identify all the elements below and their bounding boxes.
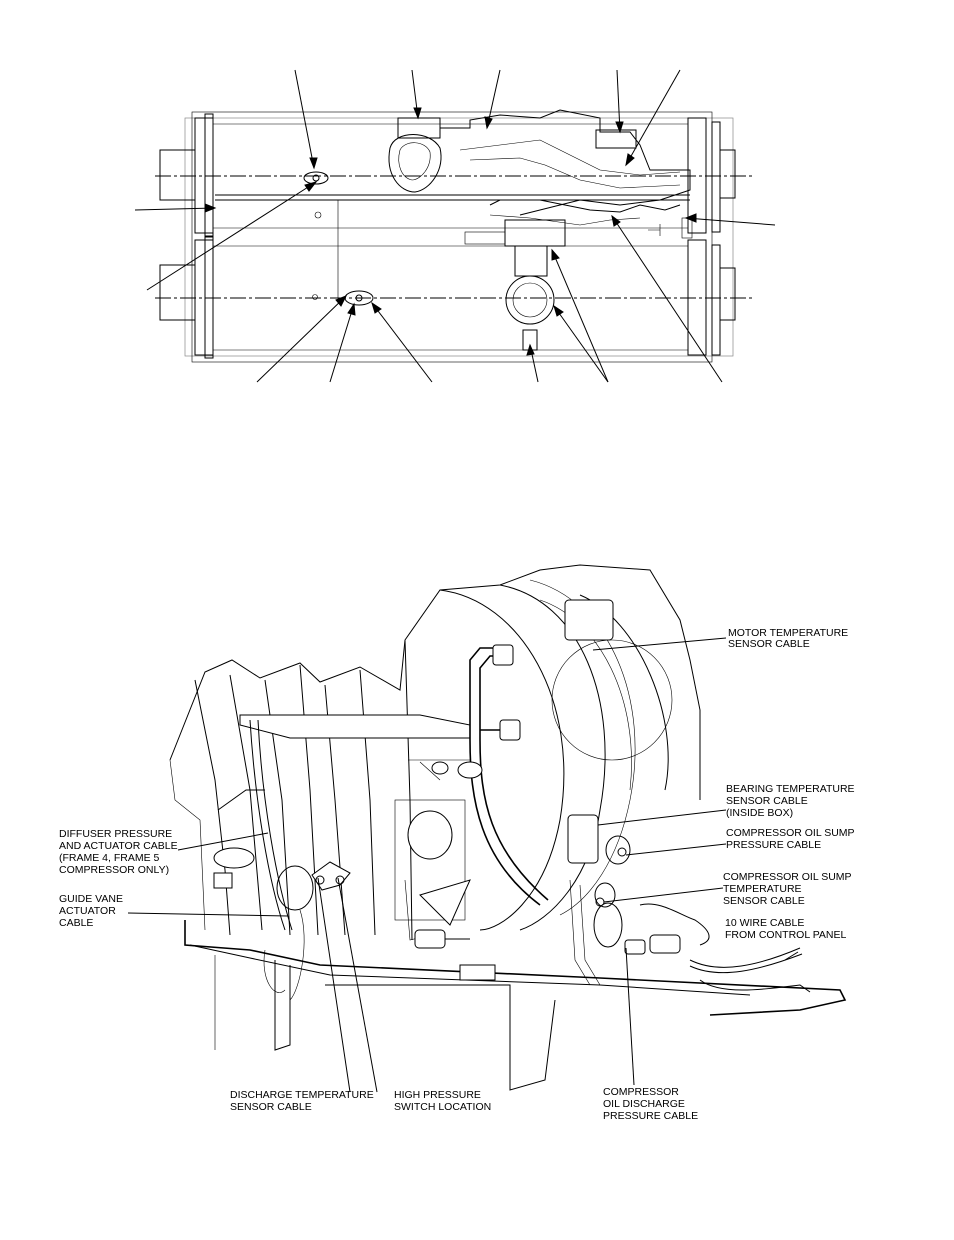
label-oil-sump-temperature: COMPRESSOR OIL SUMP TEMPERATURE SENSOR C… (723, 871, 852, 907)
svg-text:SENSOR CABLE: SENSOR CABLE (230, 1101, 312, 1113)
label-motor-temperature: MOTOR TEMPERATURE SENSOR CABLE (728, 627, 848, 650)
svg-text:10 WIRE CABLE: 10 WIRE CABLE (725, 917, 804, 929)
svg-text:FROM CONTROL PANEL: FROM CONTROL PANEL (725, 929, 847, 941)
svg-text:TEMPERATURE: TEMPERATURE (723, 883, 802, 895)
svg-text:(INSIDE BOX): (INSIDE BOX) (726, 807, 793, 819)
bottom-view-leaders (127, 637, 799, 1093)
svg-text:COMPRESSOR OIL SUMP: COMPRESSOR OIL SUMP (723, 871, 852, 883)
top-view-leaders (134, 69, 776, 383)
label-high-pressure-switch: HIGH PRESSURE SWITCH LOCATION (394, 1089, 491, 1113)
svg-text:OIL DISCHARGE: OIL DISCHARGE (603, 1098, 685, 1110)
label-guide-vane: GUIDE VANE ACTUATOR CABLE (59, 893, 123, 929)
svg-text:SENSOR CABLE: SENSOR CABLE (726, 795, 808, 807)
label-oil-discharge-pressure: COMPRESSOR OIL DISCHARGE PRESSURE CABLE (603, 1086, 698, 1122)
svg-text:SENSOR CABLE: SENSOR CABLE (723, 895, 805, 907)
label-ten-wire-cable: 10 WIRE CABLE FROM CONTROL PANEL (725, 917, 847, 941)
label-oil-sump-pressure: COMPRESSOR OIL SUMP PRESSURE CABLE (726, 827, 855, 851)
svg-text:DIFFUSER PRESSURE: DIFFUSER PRESSURE (59, 828, 172, 840)
svg-text:BEARING TEMPERATURE: BEARING TEMPERATURE (726, 783, 855, 795)
label-diffuser-pressure: DIFFUSER PRESSURE AND ACTUATOR CABLE (FR… (59, 828, 178, 876)
svg-text:ACTUATOR: ACTUATOR (59, 905, 116, 917)
label-bearing-temperature: BEARING TEMPERATURE SENSOR CABLE (INSIDE… (726, 783, 855, 819)
svg-text:(FRAME 4, FRAME 5: (FRAME 4, FRAME 5 (59, 852, 160, 864)
svg-text:COMPRESSOR: COMPRESSOR (603, 1086, 679, 1098)
svg-text:CABLE: CABLE (59, 917, 93, 929)
chiller-top-view (155, 109, 755, 363)
svg-text:MOTOR TEMPERATURE: MOTOR TEMPERATURE (728, 627, 848, 639)
compressor-perspective (169, 564, 847, 1091)
svg-text:DISCHARGE TEMPERATURE: DISCHARGE TEMPERATURE (230, 1089, 374, 1101)
svg-text:COMPRESSOR ONLY): COMPRESSOR ONLY) (59, 864, 169, 876)
label-discharge-temperature: DISCHARGE TEMPERATURE SENSOR CABLE (230, 1089, 374, 1113)
svg-text:HIGH PRESSURE: HIGH PRESSURE (394, 1089, 481, 1101)
svg-text:SWITCH LOCATION: SWITCH LOCATION (394, 1101, 491, 1113)
svg-text:PRESSURE CABLE: PRESSURE CABLE (726, 839, 821, 851)
svg-text:GUIDE VANE: GUIDE VANE (59, 893, 123, 905)
svg-text:AND ACTUATOR CABLE: AND ACTUATOR CABLE (59, 840, 178, 852)
svg-text:PRESSURE CABLE: PRESSURE CABLE (603, 1110, 698, 1122)
svg-text:SENSOR CABLE: SENSOR CABLE (728, 638, 810, 650)
svg-text:COMPRESSOR OIL SUMP: COMPRESSOR OIL SUMP (726, 827, 855, 839)
